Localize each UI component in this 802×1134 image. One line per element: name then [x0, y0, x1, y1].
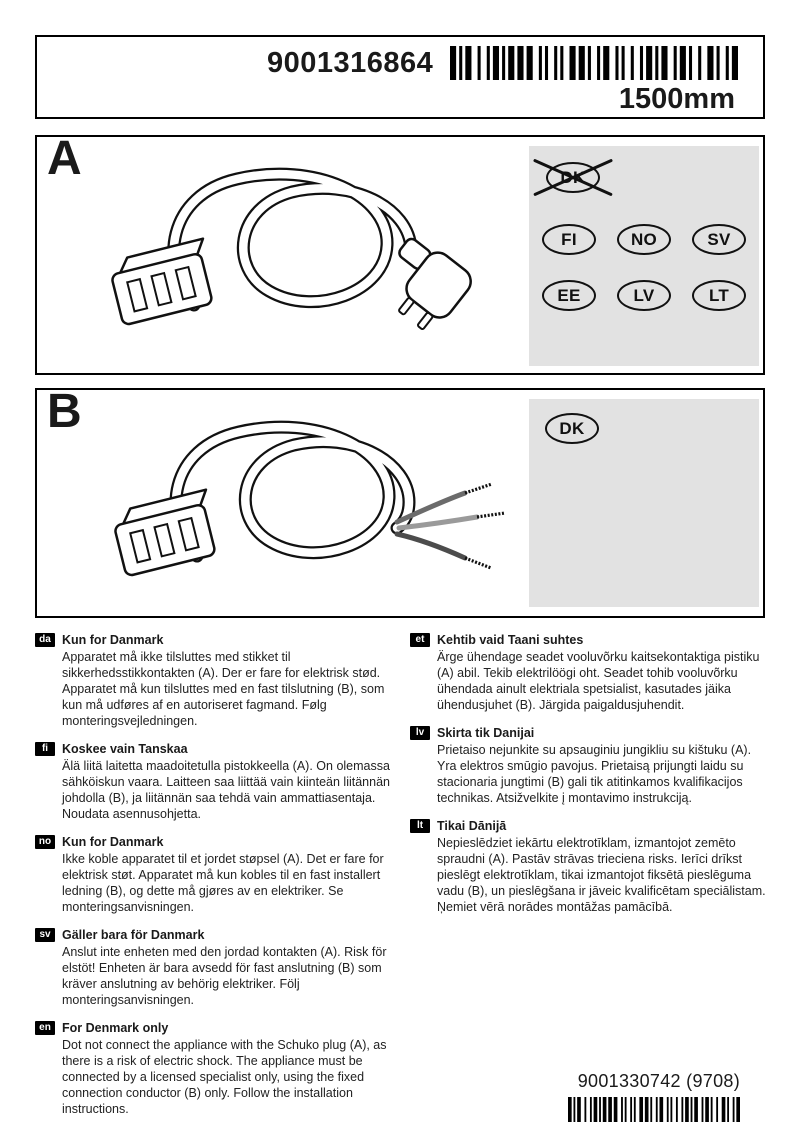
note-body: Älä liitä laitetta maadoitetulla pistokk… [62, 759, 390, 821]
note-title: Tikai Dānijā [437, 819, 507, 833]
part-number: 9001316864 [267, 47, 434, 79]
lang-badge-fi: fi [35, 742, 55, 756]
note-et: et Kehtib vaid Taani suhtes Ärge ühendag… [410, 633, 767, 713]
lang-badge-en: en [35, 1021, 55, 1035]
note-title: Kun for Danmark [62, 835, 164, 849]
badge-dk-crossed: DK [531, 154, 615, 201]
country-badge-ee: EE [542, 280, 596, 311]
country-panel-a: DK FI NO SV EE LV LT [529, 146, 759, 366]
lang-badge-lt: lt [410, 819, 430, 833]
schuko-plug-icon [398, 237, 472, 330]
cable-cord [167, 167, 418, 312]
note-title: For Denmark only [62, 1021, 169, 1035]
stripped-wires-icon [394, 482, 506, 570]
section-b-label: B [47, 385, 82, 438]
note-body: Dot not connect the appliance with the S… [62, 1038, 387, 1116]
note-fi: fi Koskee vain Tanskaa Älä liitä laitett… [35, 742, 392, 822]
lang-badge-et: et [410, 633, 430, 647]
note-da: da Kun for Danmark Apparatet må ikke til… [35, 633, 392, 729]
cable-cord [169, 420, 416, 563]
note-body: Prietaiso nejunkite su apsauginiu jungik… [437, 743, 752, 805]
appliance-connector-icon [114, 488, 216, 577]
lang-badge-lv: lv [410, 726, 430, 740]
document-barcode [568, 1097, 740, 1122]
cable-length-label: 1500mm [618, 83, 735, 115]
cable-with-schuko-plug-illustration [111, 167, 472, 330]
note-title: Skirta tik Danijai [437, 726, 535, 740]
part-number-barcode [450, 46, 738, 80]
section-a-box: A DK [35, 132, 765, 375]
header-box: 9001316864 1500mm [35, 35, 765, 119]
note-header: lt Tikai Dānijā [410, 819, 767, 833]
note-body: Apparatet må ikke tilsluttes med stikket… [62, 650, 385, 728]
note-header: sv Gäller bara för Danmark [35, 928, 392, 942]
country-panel-b: DK [529, 399, 759, 607]
note-title: Koskee vain Tanskaa [62, 742, 188, 756]
note-header: no Kun for Danmark [35, 835, 392, 849]
lang-badge-sv: sv [35, 928, 55, 942]
country-badge-dk: DK [545, 413, 599, 444]
note-body: Anslut inte enheten med den jordad konta… [62, 945, 387, 1007]
lang-badge-no: no [35, 835, 55, 849]
note-header: da Kun for Danmark [35, 633, 392, 647]
cable-with-stripped-wires-illustration [114, 420, 506, 577]
note-title: Gäller bara för Danmark [62, 928, 205, 942]
note-body: Ikke koble apparatet til et jordet støps… [62, 852, 384, 914]
lang-badge-da: da [35, 633, 55, 647]
country-badge-fi: FI [542, 224, 596, 255]
note-sv: sv Gäller bara för Danmark Anslut inte e… [35, 928, 392, 1008]
note-header: lv Skirta tik Danijai [410, 726, 767, 740]
notes-left-column: da Kun for Danmark Apparatet må ikke til… [35, 633, 392, 1130]
section-b-box: B DK [35, 385, 765, 618]
appliance-connector-icon [111, 237, 213, 326]
notes-right-column: et Kehtib vaid Taani suhtes Ärge ühendag… [410, 633, 767, 928]
country-badge-sv: SV [692, 224, 746, 255]
note-header: en For Denmark only [35, 1021, 392, 1035]
section-a-label: A [47, 132, 82, 185]
document-code: 9001330742 (9708) [577, 1071, 740, 1091]
note-header: et Kehtib vaid Taani suhtes [410, 633, 767, 647]
notes-area: da Kun for Danmark Apparatet må ikke til… [35, 633, 767, 1130]
note-body: Ärge ühendage seadet vooluvõrku kaitseko… [437, 650, 760, 712]
country-badge-lt: LT [692, 280, 746, 311]
country-badge-no: NO [617, 224, 671, 255]
note-title: Kun for Danmark [62, 633, 164, 647]
note-lv: lv Skirta tik Danijai Prietaiso nejunkit… [410, 726, 767, 806]
note-header: fi Koskee vain Tanskaa [35, 742, 392, 756]
note-en: en For Denmark only Dot not connect the … [35, 1021, 392, 1117]
note-lt: lt Tikai Dānijā Nepieslēdziet iekārtu el… [410, 819, 767, 915]
note-no: no Kun for Danmark Ikke koble apparatet … [35, 835, 392, 915]
note-title: Kehtib vaid Taani suhtes [437, 633, 584, 647]
country-badge-lv: LV [617, 280, 671, 311]
note-body: Nepieslēdziet iekārtu elektrotīklam, izm… [437, 836, 766, 914]
